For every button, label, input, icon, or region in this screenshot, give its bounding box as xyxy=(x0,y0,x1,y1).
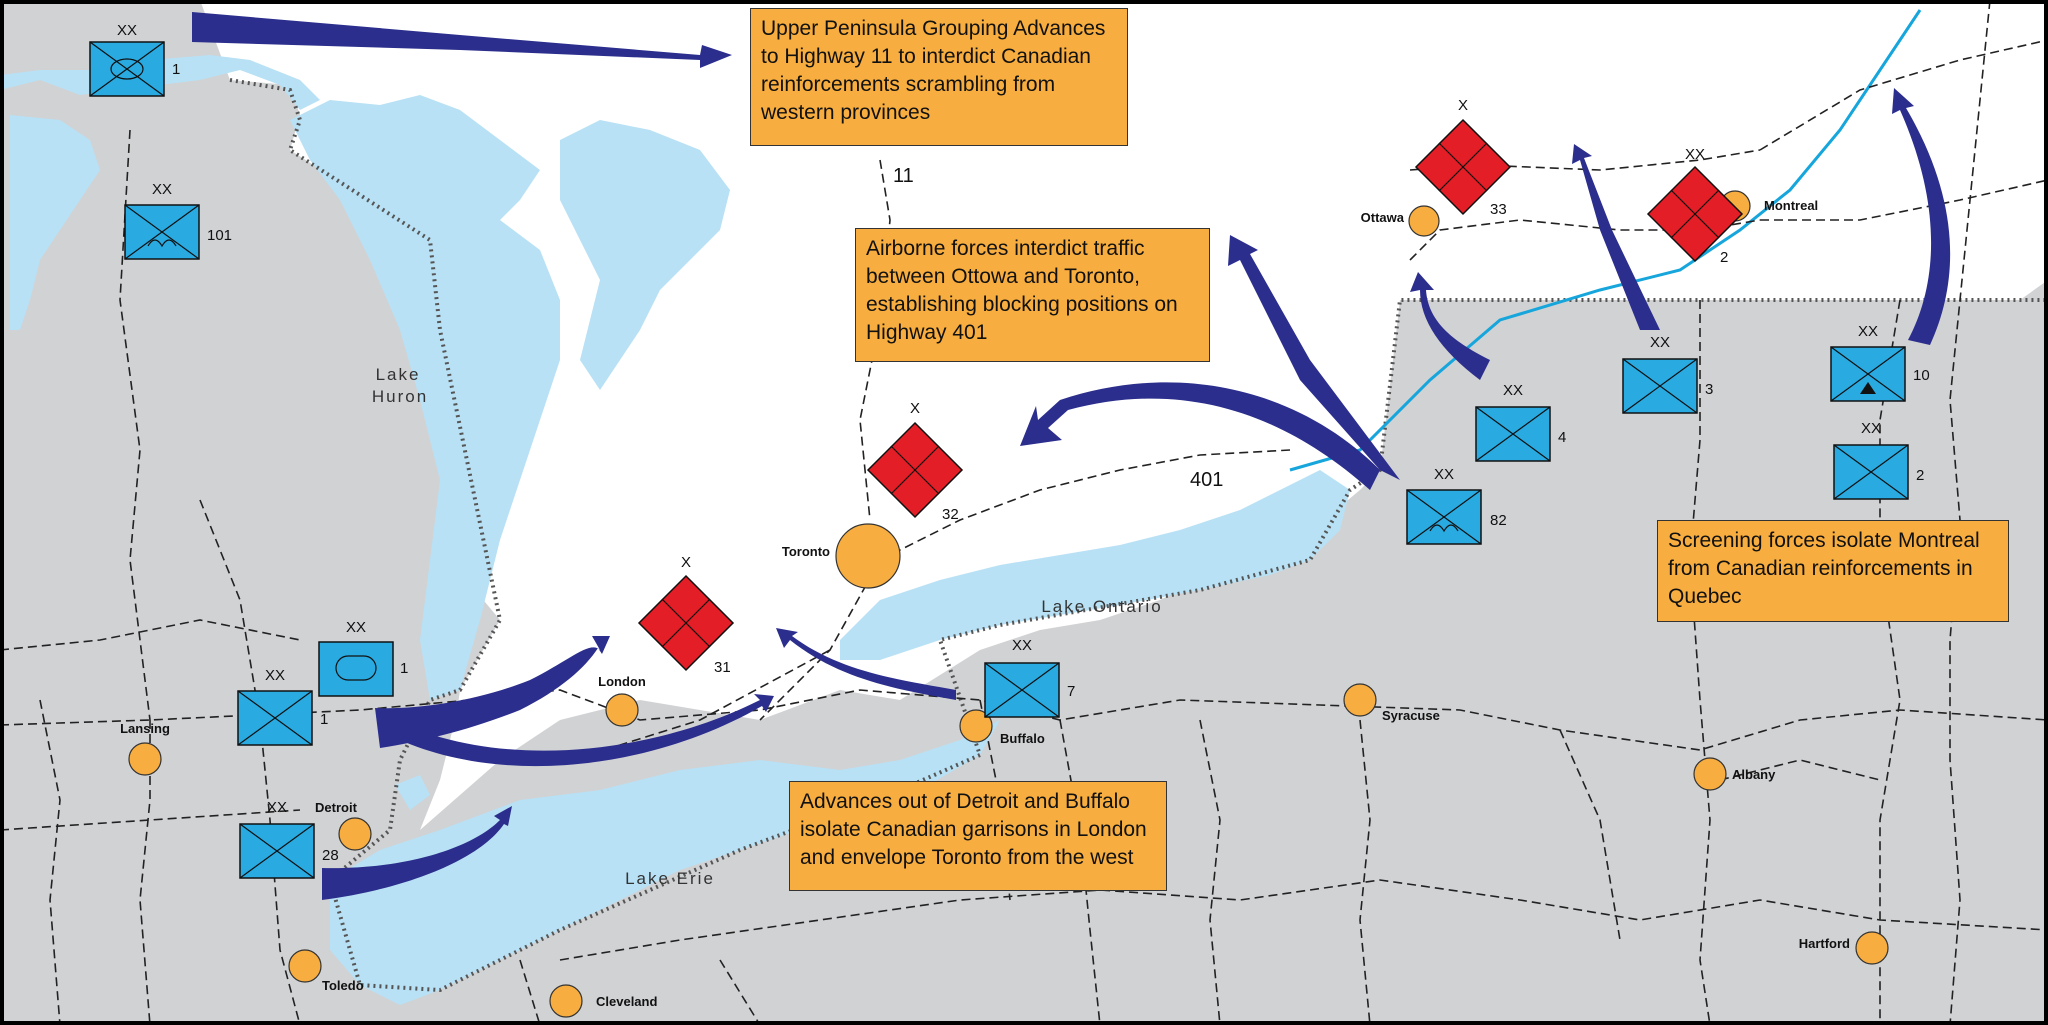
city-albany: Albany xyxy=(1693,757,1776,791)
svg-text:XX: XX xyxy=(346,619,366,636)
svg-text:X: X xyxy=(910,400,920,417)
svg-text:Syracuse: Syracuse xyxy=(1382,708,1440,723)
city-london: London xyxy=(598,674,646,727)
svg-text:Hartford: Hartford xyxy=(1799,936,1850,951)
svg-text:82: 82 xyxy=(1490,512,1507,529)
svg-text:10: 10 xyxy=(1913,367,1930,384)
svg-text:XX: XX xyxy=(152,181,172,198)
unit-10[interactable]: XX 10 xyxy=(1830,323,1930,402)
quebec-land xyxy=(1400,0,2048,300)
arrow-detroit-north xyxy=(375,636,610,748)
svg-text:XX: XX xyxy=(1685,146,1705,163)
movement-arrows xyxy=(192,12,1951,900)
svg-text:XX: XX xyxy=(1650,334,1670,351)
svg-text:32: 32 xyxy=(942,506,959,523)
arrow-to-ottawa xyxy=(1410,272,1490,380)
unit-3[interactable]: XX 3 xyxy=(1622,334,1713,414)
arrow-airborne-west xyxy=(1020,382,1380,490)
callout-airborne: Airborne forces interdict traffic betwee… xyxy=(855,228,1210,362)
enemy-unit-31[interactable]: X 31 xyxy=(637,554,735,676)
st-lawrence-river xyxy=(1289,9,1922,472)
unit-7[interactable]: XX 7 xyxy=(984,637,1075,718)
svg-text:1: 1 xyxy=(400,660,408,677)
city-syracuse: Syracuse xyxy=(1343,683,1440,723)
svg-text:Detroit: Detroit xyxy=(315,800,358,815)
callout-upper-peninsula: Upper Peninsula Grouping Advances to Hig… xyxy=(750,8,1128,146)
svg-text:XX: XX xyxy=(265,667,285,684)
svg-text:Ottawa: Ottawa xyxy=(1361,210,1405,225)
highway-11-label: 11 xyxy=(893,165,914,187)
city-lansing: Lansing xyxy=(120,721,170,776)
svg-text:XX: XX xyxy=(267,799,287,816)
svg-text:Buffalo: Buffalo xyxy=(1000,731,1045,746)
highway-401-label: 401 xyxy=(1190,469,1223,491)
city-toledo: Toledo xyxy=(288,949,364,993)
svg-text:XX: XX xyxy=(1012,637,1032,654)
city-cleveland: Cleveland xyxy=(549,984,657,1018)
lake-huron-label-2: Huron xyxy=(372,387,428,406)
svg-text:4: 4 xyxy=(1558,429,1566,446)
lake-st-clair xyxy=(395,775,430,810)
lake-ontario xyxy=(840,470,1350,660)
svg-text:Toledo: Toledo xyxy=(322,978,364,993)
arrow-to-montreal xyxy=(1572,144,1660,330)
enemy-unit-33[interactable]: X 33 xyxy=(1414,97,1512,218)
city-toronto: Toronto xyxy=(782,523,901,589)
lake-ontario-label: Lake Ontario xyxy=(1041,597,1162,616)
svg-text:XX: XX xyxy=(1503,382,1523,399)
city-detroit: Detroit xyxy=(315,800,372,851)
svg-text:Cleveland: Cleveland xyxy=(596,994,657,1009)
lake-huron xyxy=(290,95,560,700)
arrow-buffalo-west xyxy=(776,628,956,700)
svg-text:31: 31 xyxy=(714,659,731,676)
svg-text:101: 101 xyxy=(207,227,232,244)
lake-huron-label-1: Lake xyxy=(376,365,421,384)
svg-text:XX: XX xyxy=(1861,420,1881,437)
city-hartford: Hartford xyxy=(1799,931,1889,965)
svg-text:Lansing: Lansing xyxy=(120,721,170,736)
svg-text:2: 2 xyxy=(1916,467,1924,484)
svg-text:XX: XX xyxy=(1858,323,1878,340)
georgian-bay xyxy=(560,120,730,390)
svg-text:XX: XX xyxy=(1434,466,1454,483)
enemy-unit-32[interactable]: X 32 xyxy=(866,400,964,523)
callout-screening: Screening forces isolate Montreal from C… xyxy=(1657,520,2009,622)
svg-text:London: London xyxy=(598,674,646,689)
callout-detroit-buffalo: Advances out of Detroit and Buffalo isol… xyxy=(789,781,1167,891)
unit-lansing-1[interactable]: XX 1 xyxy=(237,667,328,746)
arrow-airborne-north xyxy=(1228,235,1400,480)
svg-text:33: 33 xyxy=(1490,201,1507,218)
arrow-screening xyxy=(1892,88,1951,345)
city-buffalo: Buffalo xyxy=(959,709,1045,746)
svg-text:XX: XX xyxy=(117,22,137,39)
unit-101[interactable]: XX 101 xyxy=(124,181,232,260)
lake-erie-label: Lake Erie xyxy=(625,869,715,888)
unit-armor-1[interactable]: XX 1 xyxy=(318,619,408,697)
arrow-detroit-east xyxy=(380,694,774,767)
lake-michigan xyxy=(10,115,100,330)
arrow-toledo-north xyxy=(322,806,512,900)
svg-text:3: 3 xyxy=(1705,381,1713,398)
unit-up-1[interactable]: XX 1 xyxy=(89,22,180,97)
unit-82[interactable]: XX 82 xyxy=(1406,466,1507,545)
svg-text:2: 2 xyxy=(1720,249,1728,266)
arrow-upper-peninsula xyxy=(192,12,732,68)
svg-text:Albany: Albany xyxy=(1732,767,1776,782)
unit-28[interactable]: XX 28 xyxy=(239,799,339,879)
svg-text:Montreal: Montreal xyxy=(1764,198,1818,213)
city-ottawa: Ottawa xyxy=(1361,205,1440,237)
svg-text:7: 7 xyxy=(1067,683,1075,700)
unit-4[interactable]: XX 4 xyxy=(1475,382,1566,462)
unit-2-us[interactable]: XX 2 xyxy=(1833,420,1924,500)
svg-text:Toronto: Toronto xyxy=(782,544,830,559)
svg-text:X: X xyxy=(1458,97,1468,114)
svg-text:1: 1 xyxy=(320,711,328,728)
enemy-unit-2[interactable]: XX 2 xyxy=(1646,146,1744,266)
svg-text:28: 28 xyxy=(322,847,339,864)
svg-text:X: X xyxy=(681,554,691,571)
svg-text:1: 1 xyxy=(172,61,180,78)
